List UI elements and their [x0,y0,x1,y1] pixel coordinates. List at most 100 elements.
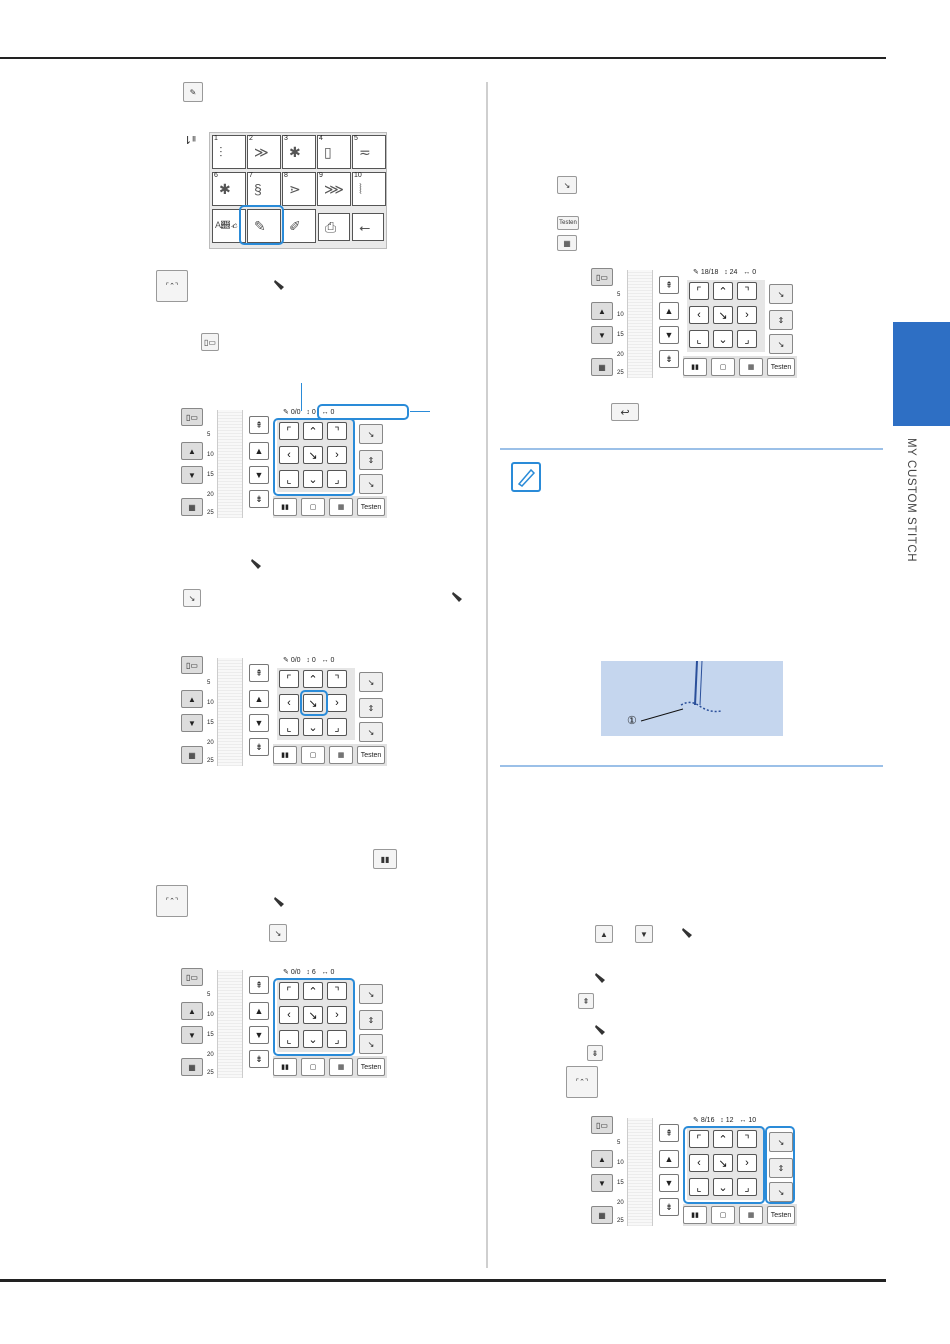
arrow-up-left[interactable]: ⌜ [279,422,299,440]
delete-point-icon[interactable]: ↘ [557,176,577,194]
page-up-button[interactable]: ⇞ [249,664,269,682]
display-toggle-button[interactable]: ▯▭ [181,656,203,674]
insert-point-button[interactable]: ↘ [359,474,383,494]
test-button[interactable]: Testen [767,1206,795,1224]
point-down-button[interactable]: ▼ [249,714,269,732]
test-button[interactable]: Testen [357,746,385,764]
stitch-category-3[interactable]: 3✱ [282,135,316,169]
arrow-down-right[interactable]: ⌟ [737,330,757,348]
stitch-category-4[interactable]: 4▯ [317,135,351,169]
page-down-button[interactable]: ⇟ [249,738,269,756]
memory-button[interactable]: ▢ [301,746,325,764]
delete-point-button[interactable]: ↘ [769,1132,793,1152]
arrow-down-right[interactable]: ⌟ [327,1030,347,1048]
arrow-left[interactable]: ‹ [279,446,299,464]
my-custom-stitch-key[interactable]: ✎ [247,209,281,243]
memory-button[interactable]: ▢ [711,358,735,376]
move-block-button[interactable]: ⇕ [359,450,383,470]
memory-button[interactable]: ▢ [301,498,325,516]
arrow-up[interactable]: ⌃ [713,1130,733,1148]
stitch-type-button[interactable]: ▮▮ [683,1206,707,1224]
point-down-button[interactable]: ▼ [659,326,679,344]
arrow-right[interactable]: › [327,1006,347,1024]
insert-point-button[interactable]: ↘ [359,1034,383,1054]
insert-point-button[interactable]: ↘ [769,1182,793,1202]
view-button[interactable]: ▦ [329,746,353,764]
arrow-up-right[interactable]: ⌝ [327,982,347,1000]
insert-point-button[interactable]: ↘ [769,334,793,354]
arrow-down-left[interactable]: ⌞ [689,1178,709,1196]
scroll-up-button[interactable]: ▲ [181,690,203,708]
point-down-icon[interactable]: ▼ [635,925,653,943]
move-block-button[interactable]: ⇕ [769,310,793,330]
view-button[interactable]: ▦ [739,358,763,376]
arrow-up[interactable]: ⌃ [303,982,323,1000]
point-up-button[interactable]: ▲ [249,1002,269,1020]
stitch-category-6[interactable]: 6✱ [212,172,246,206]
scroll-down-button[interactable]: ▼ [181,466,203,484]
arrow-center-set[interactable]: ↘ [713,306,733,324]
page-down-button[interactable]: ⇟ [249,490,269,508]
grid-button[interactable]: ▦ [181,498,203,516]
scroll-up-button[interactable]: ▲ [181,442,203,460]
arrow-left[interactable]: ‹ [689,306,709,324]
page-up-button[interactable]: ⇞ [659,1124,679,1142]
scroll-up-button[interactable]: ▲ [591,302,613,320]
point-down-button[interactable]: ▼ [249,1026,269,1044]
stitch-category-2[interactable]: 2≫ [247,135,281,169]
memory-button[interactable]: ▢ [711,1206,735,1224]
point-down-button[interactable]: ▼ [659,1174,679,1192]
arrow-up-left[interactable]: ⌜ [279,982,299,1000]
stitch-type-button[interactable]: ▮▮ [273,746,297,764]
arrow-right[interactable]: › [327,694,347,712]
memory-key[interactable]: ⎙ [318,213,350,241]
arrow-down-left[interactable]: ⌞ [279,1030,299,1048]
arrow-left[interactable]: ‹ [279,694,299,712]
usb-key[interactable]: ⭠ [352,213,384,241]
page-up-button[interactable]: ⇞ [249,416,269,434]
page-down-icon[interactable]: ⇟ [587,1045,603,1061]
stitch-category-8[interactable]: 8⋗ [282,172,316,206]
grid-button[interactable]: ▦ [181,746,203,764]
arrow-up-left[interactable]: ⌜ [689,1130,709,1148]
arrow-center-set[interactable]: ↘ [303,446,323,464]
display-toggle-button[interactable]: ▯▭ [591,268,613,286]
stitch-edit-key[interactable]: ✐ [282,209,316,243]
point-up-button[interactable]: ▲ [249,442,269,460]
memory-button[interactable]: ▢ [301,1058,325,1076]
grid-button[interactable]: ▦ [591,1206,613,1224]
arrow-up-right[interactable]: ⌝ [327,670,347,688]
insert-point-button[interactable]: ↘ [359,722,383,742]
view-button[interactable]: ▦ [739,1206,763,1224]
arrow-down-right[interactable]: ⌟ [327,718,347,736]
stitch-category-7[interactable]: 7§ [247,172,281,206]
arrow-down-right[interactable]: ⌟ [327,470,347,488]
page-down-button[interactable]: ⇟ [249,1050,269,1068]
scroll-down-button[interactable]: ▼ [591,1174,613,1192]
arrow-down-left[interactable]: ⌞ [689,330,709,348]
arrow-up[interactable]: ⌃ [713,282,733,300]
arrow-down[interactable]: ⌄ [303,1030,323,1048]
page-up-icon[interactable]: ⇞ [578,993,594,1009]
arrow-down[interactable]: ⌄ [303,718,323,736]
arrow-down-left[interactable]: ⌞ [279,718,299,736]
scroll-down-button[interactable]: ▼ [181,1026,203,1044]
scroll-up-button[interactable]: ▲ [181,1002,203,1020]
arrow-up-left[interactable]: ⌜ [279,670,299,688]
arrow-down-left[interactable]: ⌞ [279,470,299,488]
stitch-type-button[interactable]: ▮▮ [273,498,297,516]
scroll-up-button[interactable]: ▲ [591,1150,613,1168]
arrow-center-set[interactable]: ↘ [303,1006,323,1024]
scroll-down-button[interactable]: ▼ [591,326,613,344]
view-button[interactable]: ▦ [329,1058,353,1076]
display-toggle-button[interactable]: ▯▭ [591,1116,613,1134]
move-block-button[interactable]: ⇕ [359,1010,383,1030]
stitch-category-10[interactable]: 10⦚ [352,172,386,206]
arrow-up[interactable]: ⌃ [303,670,323,688]
page-down-button[interactable]: ⇟ [659,350,679,368]
page-up-button[interactable]: ⇞ [659,276,679,294]
arrow-down[interactable]: ⌄ [713,1178,733,1196]
arrow-down[interactable]: ⌄ [713,330,733,348]
move-block-button[interactable]: ⇕ [359,698,383,718]
stitch-type-icon[interactable]: ▮▮ [373,849,397,869]
